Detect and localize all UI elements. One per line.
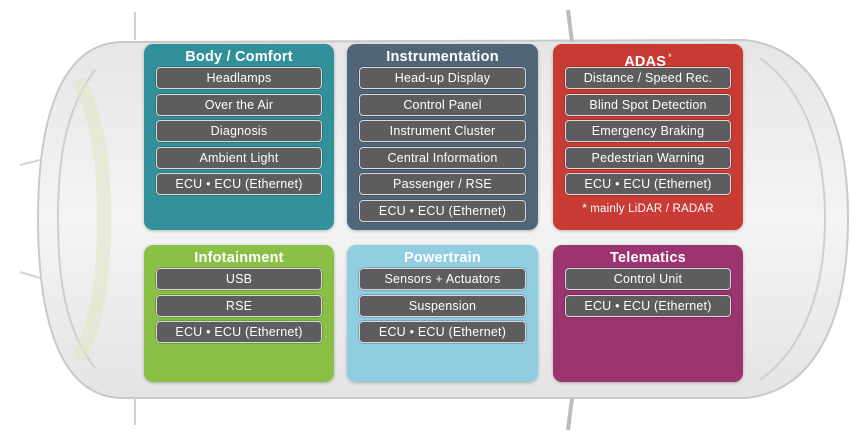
body-ecu-ethernet-item: ECU • ECU (Ethernet) (156, 173, 322, 195)
adas-footnote: * mainly LiDAR / RADAR (582, 203, 714, 215)
body-comfort-title: Body / Comfort (185, 49, 293, 65)
passenger-rse-item: Passenger / RSE (359, 173, 526, 195)
control-panel-item: Control Panel (359, 93, 526, 116)
over-the-air-item: Over the Air (156, 93, 322, 116)
powertrain-ecu-ethernet-item: ECU • ECU (Ethernet) (359, 321, 526, 343)
instrumentation-ecu-ethernet-item: ECU • ECU (Ethernet) (359, 199, 526, 222)
infotainment-panel: Infotainment USB RSE ECU • ECU (Ethernet… (144, 245, 334, 382)
central-information-item: Central Information (359, 146, 526, 169)
adas-ecu-ethernet-item: ECU • ECU (Ethernet) (565, 173, 731, 195)
infotainment-ecu-ethernet-item: ECU • ECU (Ethernet) (156, 321, 322, 343)
head-up-display-item: Head-up Display (359, 67, 526, 89)
instrumentation-title: Instrumentation (386, 49, 499, 65)
instrument-cluster-item: Instrument Cluster (359, 120, 526, 142)
emergency-braking-item: Emergency Braking (565, 120, 731, 142)
adas-title: ADAS* (565, 48, 731, 70)
blind-spot-detection-item: Blind Spot Detection (565, 93, 731, 116)
control-unit-item: Control Unit (565, 268, 731, 290)
adas-title-footnote-mark: * (668, 52, 672, 62)
body-comfort-panel: Body / Comfort Headlamps Over the Air Di… (144, 44, 334, 230)
telematics-panel: Telematics Control Unit ECU • ECU (Ether… (553, 245, 743, 382)
pedestrian-warning-item: Pedestrian Warning (565, 146, 731, 169)
adas-panel: ADAS* Distance / Speed Rec. Blind Spot D… (553, 44, 743, 230)
diagnosis-item: Diagnosis (156, 120, 322, 142)
headlamps-item: Headlamps (156, 67, 322, 89)
suspension-item: Suspension (359, 294, 526, 317)
powertrain-title: Powertrain (404, 250, 481, 266)
distance-speed-item: Distance / Speed Rec. (565, 67, 731, 89)
sensors-actuators-item: Sensors + Actuators (359, 268, 526, 290)
telematics-ecu-ethernet-item: ECU • ECU (Ethernet) (565, 294, 731, 317)
rse-item: RSE (156, 294, 322, 317)
infotainment-title: Infotainment (194, 250, 284, 266)
usb-item: USB (156, 268, 322, 290)
adas-title-text: ADAS (624, 53, 667, 70)
instrumentation-panel: Instrumentation Head-up Display Control … (347, 44, 538, 230)
powertrain-panel: Powertrain Sensors + Actuators Suspensio… (347, 245, 538, 382)
ambient-light-item: Ambient Light (156, 146, 322, 169)
telematics-title: Telematics (610, 250, 686, 266)
